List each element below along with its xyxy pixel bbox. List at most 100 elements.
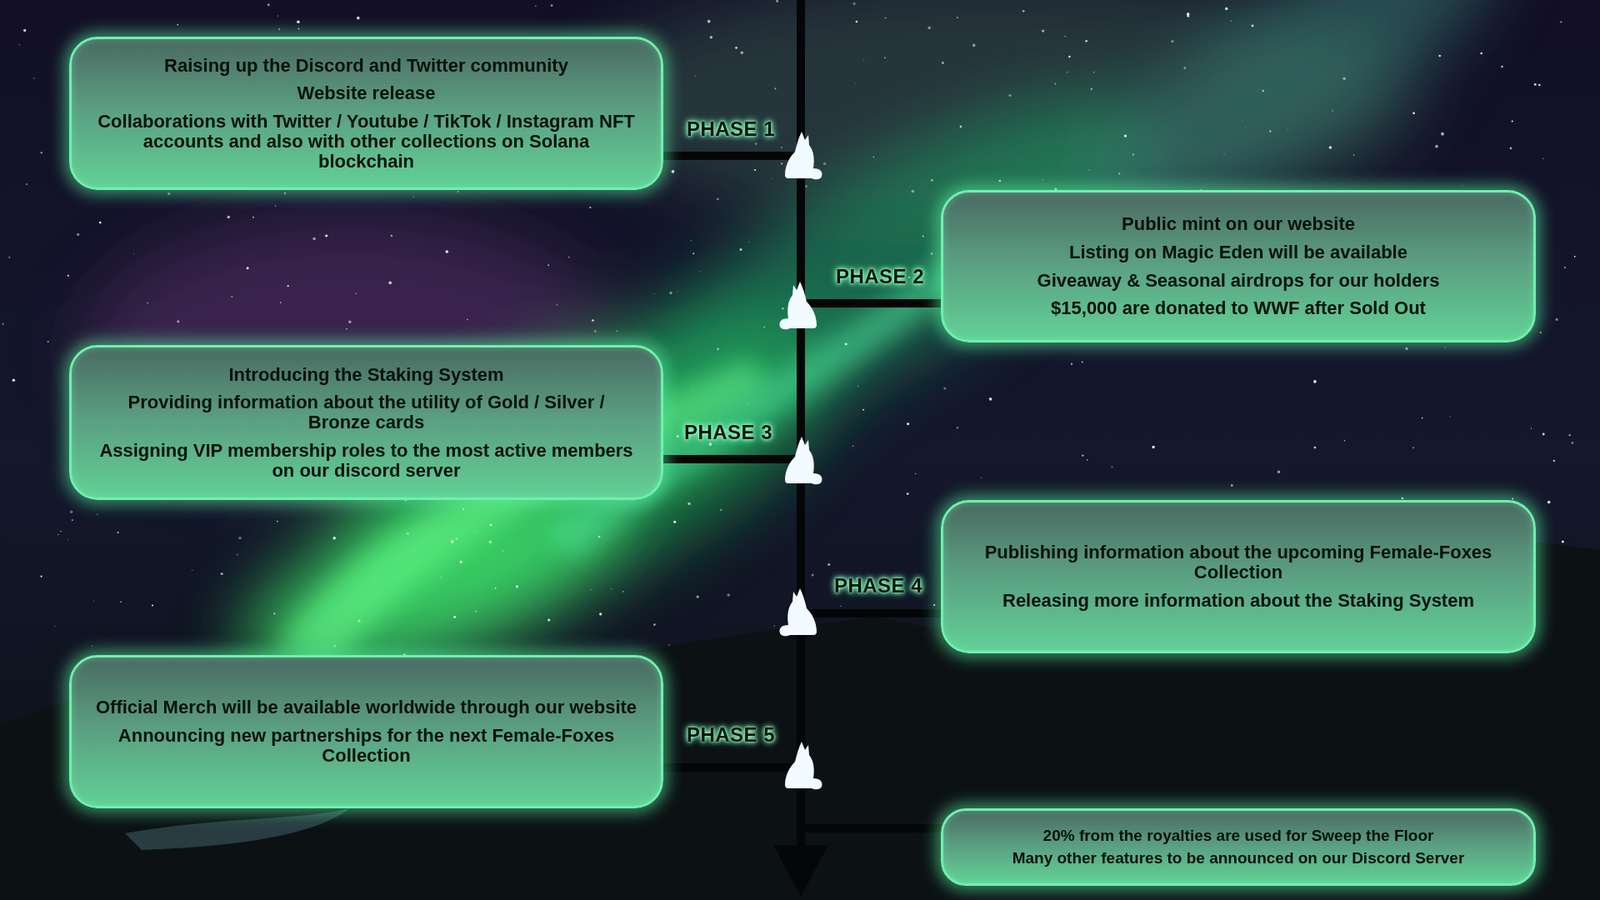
star [1269, 130, 1272, 133]
star [873, 156, 875, 158]
star [1344, 440, 1346, 442]
phase-box: Raising up the Discord and Twitter commu… [69, 36, 664, 190]
star [1068, 55, 1071, 59]
phase-box: 20% from the royalties are used for Swee… [940, 808, 1536, 886]
star [763, 326, 765, 328]
star [591, 319, 595, 322]
star [273, 612, 275, 615]
star [754, 169, 756, 171]
star [490, 524, 493, 527]
star [1401, 497, 1404, 500]
star [278, 28, 280, 30]
star [1093, 71, 1095, 73]
fox-icon [779, 588, 817, 636]
star [70, 510, 74, 514]
phase-branch [800, 824, 943, 833]
star [1132, 154, 1135, 156]
fox-icon [785, 436, 823, 485]
star [1041, 179, 1043, 180]
star [1070, 363, 1073, 365]
star [956, 426, 960, 430]
star [406, 532, 410, 535]
star [1553, 460, 1555, 462]
star [922, 235, 925, 237]
star [1561, 540, 1565, 544]
star [1085, 40, 1088, 43]
roadmap-item: Publishing information about the upcomin… [966, 542, 1510, 583]
star [1449, 415, 1450, 417]
star [1555, 318, 1559, 321]
star [1329, 145, 1333, 150]
star [675, 290, 677, 292]
star [1090, 88, 1094, 91]
star [956, 16, 959, 19]
star [852, 445, 854, 447]
roadmap-item: Public mint on our website [1121, 214, 1355, 235]
star [236, 554, 238, 555]
roadmap-item: Many other features to be announced on o… [1012, 850, 1465, 868]
star [707, 20, 711, 24]
star [755, 142, 758, 145]
star [840, 605, 842, 608]
star [356, 16, 360, 20]
star [669, 291, 672, 295]
star [12, 378, 16, 382]
star [857, 385, 859, 387]
star [774, 87, 776, 90]
star [2, 323, 5, 325]
star [616, 330, 619, 332]
star [748, 241, 750, 243]
star [1054, 83, 1056, 85]
phase-branch [800, 609, 943, 618]
roadmap-item: Assigning VIP membership roles to the mo… [95, 440, 638, 481]
star [915, 473, 916, 475]
star [455, 537, 459, 540]
star [980, 477, 982, 479]
star [501, 550, 503, 551]
star [1065, 35, 1067, 38]
lake [125, 808, 350, 850]
star [1534, 83, 1537, 86]
star [695, 75, 696, 76]
roadmap-item: Introducing the Staking System [228, 365, 504, 385]
star [230, 295, 233, 298]
star [252, 216, 255, 219]
star [811, 573, 815, 576]
roadmap-item: Official Merch will be available worldwi… [95, 697, 637, 718]
star [413, 196, 415, 198]
star [298, 28, 300, 30]
star [1353, 154, 1355, 156]
roadmap-item: Raising up the Discord and Twitter commu… [164, 55, 569, 76]
star [710, 35, 714, 40]
timeline-axis [796, 0, 805, 859]
star [1462, 185, 1464, 186]
star [1538, 84, 1541, 87]
star [1245, 127, 1246, 129]
phase-box: Introducing the Staking SystemProviding … [69, 345, 664, 500]
star [116, 531, 119, 534]
star [885, 16, 887, 19]
roadmap-item: Providing information about the utility … [95, 392, 638, 433]
star [863, 59, 865, 60]
star [1225, 7, 1228, 10]
star [555, 304, 558, 306]
star [1421, 417, 1424, 420]
star [610, 588, 612, 590]
star [781, 307, 784, 310]
star [746, 404, 748, 405]
star [1500, 65, 1504, 69]
star [1412, 446, 1415, 449]
star [176, 320, 180, 323]
star [355, 292, 358, 295]
star [716, 197, 720, 200]
star [692, 389, 694, 390]
star [440, 576, 442, 578]
star [47, 340, 50, 343]
star [716, 347, 720, 350]
star [735, 46, 738, 50]
star [568, 256, 570, 259]
star [1230, 484, 1234, 487]
phase-label: PHASE 5 [686, 723, 775, 747]
star [246, 266, 250, 270]
phase-branch [800, 299, 943, 308]
